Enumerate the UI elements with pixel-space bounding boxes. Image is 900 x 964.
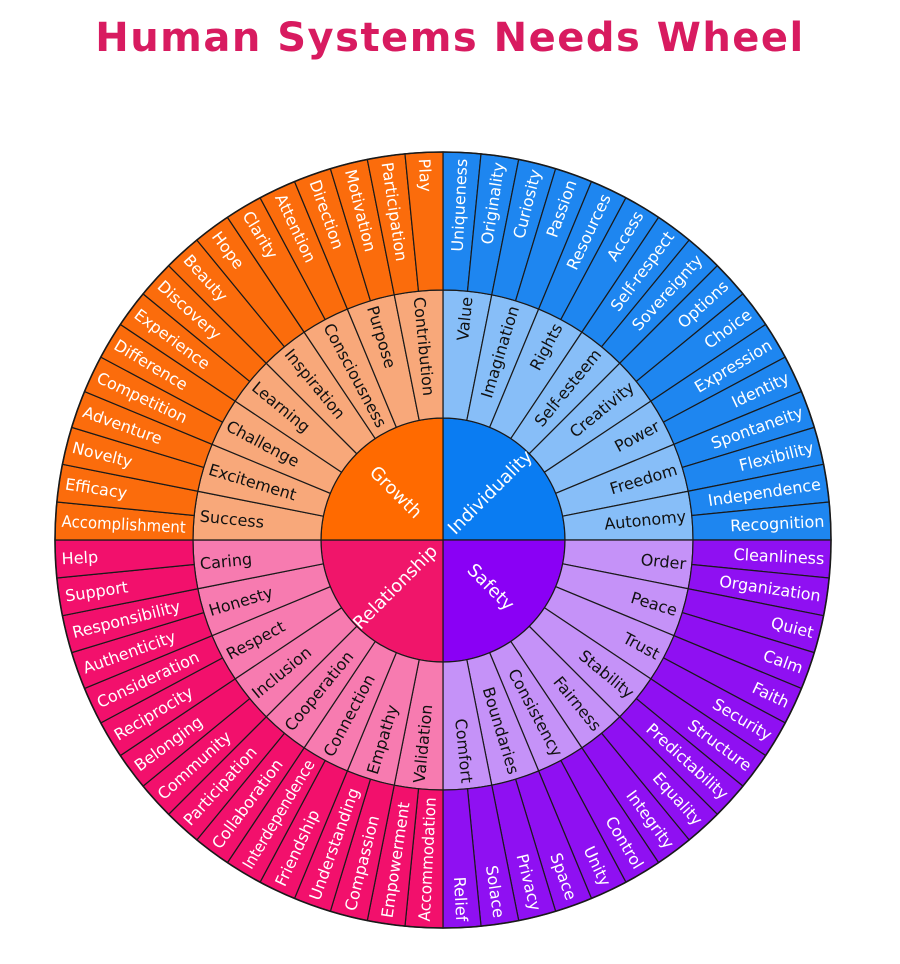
outer-label-relief: Relief (450, 876, 471, 922)
middle-label-value: Value (453, 296, 476, 342)
page-title: Human Systems Needs Wheel (95, 15, 805, 61)
outer-label-uniqueness: Uniqueness (448, 158, 472, 252)
quadrant-safety (442, 539, 832, 929)
quadrant-individuality (442, 151, 832, 541)
outer-label-recognition: Recognition (730, 512, 825, 536)
outer-label-cleanliness: Cleanliness (733, 545, 825, 568)
middle-label-order: Order (640, 550, 688, 573)
outer-label-help: Help (61, 547, 98, 568)
quadrant-growth (54, 151, 444, 541)
wheel-rim (54, 151, 832, 929)
outer-label-play: Play (415, 158, 436, 192)
